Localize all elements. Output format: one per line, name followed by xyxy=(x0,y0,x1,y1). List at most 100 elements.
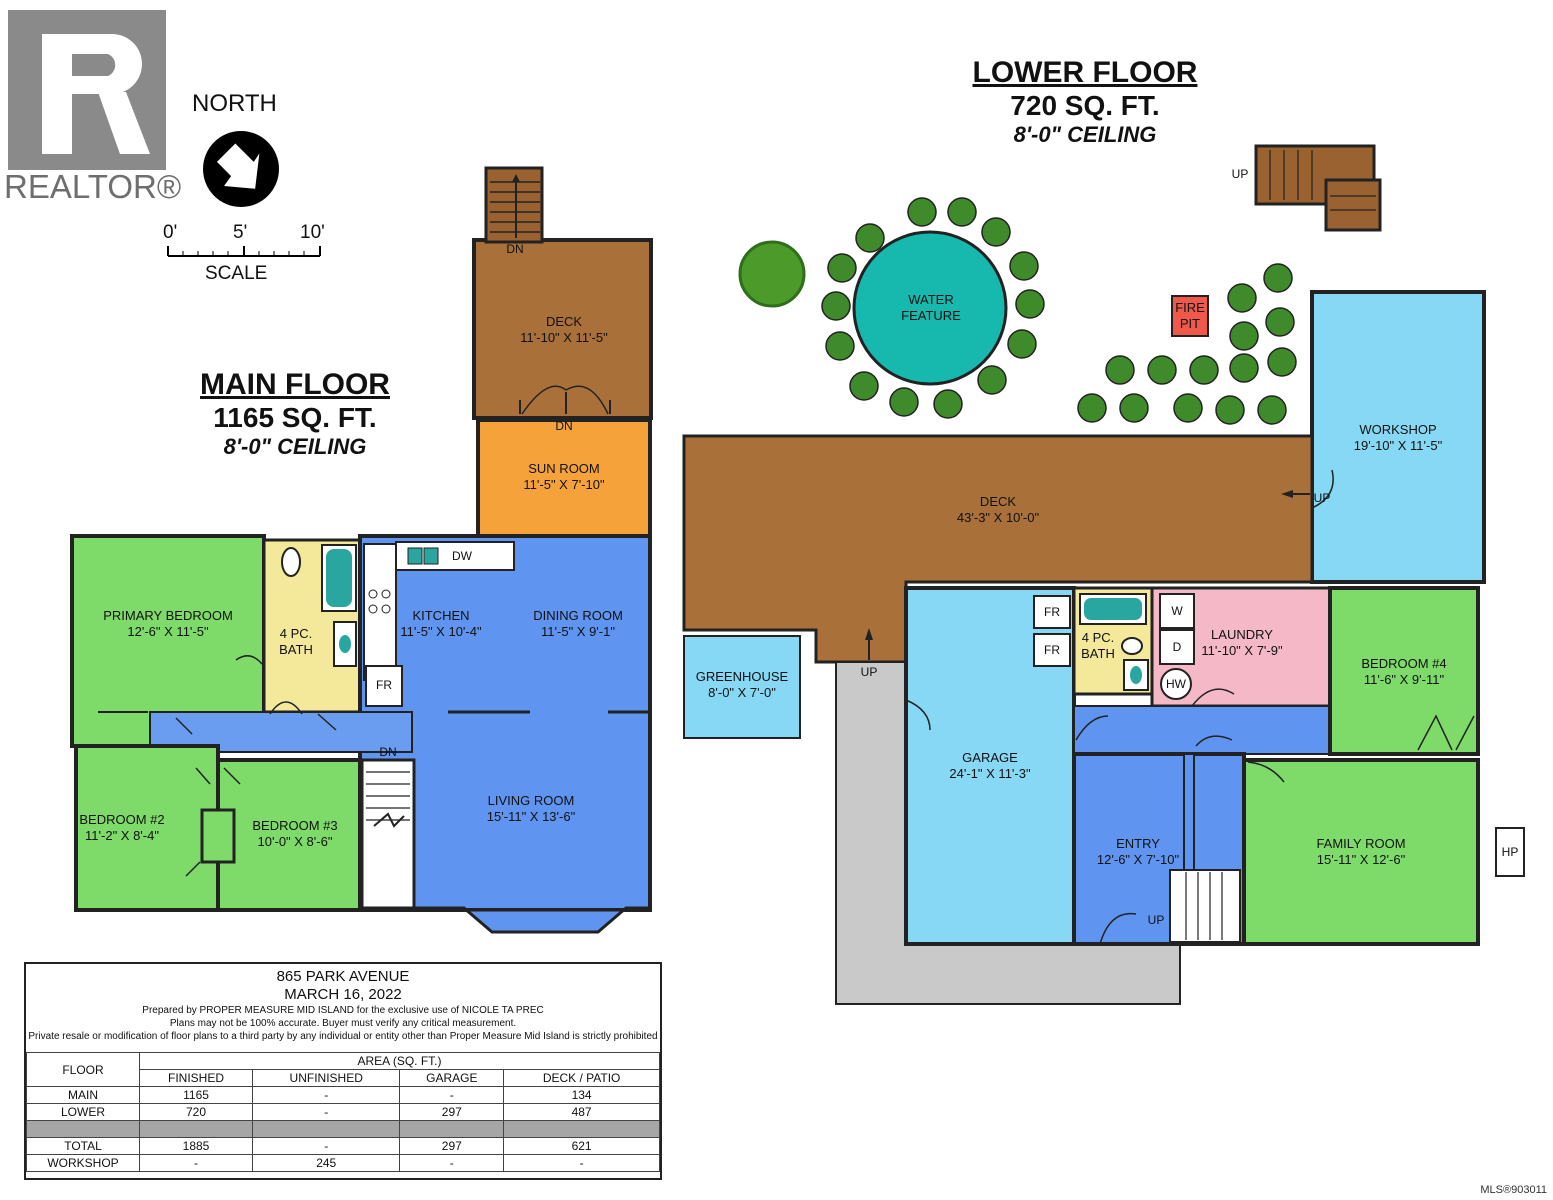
floor-header: FLOOR xyxy=(26,1052,140,1087)
column-header: UNFINISHED xyxy=(252,1069,401,1087)
lower-stairs-up-label: UP xyxy=(1231,167,1249,181)
disclaimer-resale-text: Private resale or modification of floor … xyxy=(28,1031,658,1042)
table-cell: - xyxy=(252,1086,401,1104)
prepared-by-text: Prepared by PROPER MEASURE MID ISLAND fo… xyxy=(142,1005,544,1016)
north-label: NORTH xyxy=(192,90,277,117)
bedroom-4-area xyxy=(1328,586,1480,756)
deck-up-label: UP xyxy=(860,665,878,679)
main-deck-stairs-dn-label: DN xyxy=(506,242,524,256)
table-cell: 245 xyxy=(252,1154,401,1172)
scale-tick-0: 0' xyxy=(163,222,178,243)
family-room-area xyxy=(1242,758,1480,946)
table-cell: 134 xyxy=(503,1086,660,1104)
table-cell: - xyxy=(252,1137,401,1155)
lower-hall-area xyxy=(1073,705,1331,755)
date-text: MARCH 16, 2022 xyxy=(284,986,402,1003)
garage-fridge-1-label: FR xyxy=(1044,605,1060,619)
table-row: LOWER 720 - 297 487 xyxy=(26,1103,660,1121)
table-cell: 487 xyxy=(503,1103,660,1121)
main-floor-ceiling: 8'-0" CEILING xyxy=(223,434,367,459)
dishwasher-label: DW xyxy=(452,549,472,563)
entry-up-label: UP xyxy=(1147,913,1165,927)
mls-number: MLS®903011 xyxy=(1480,1184,1547,1196)
north-arrow-icon xyxy=(203,131,279,207)
main-interior-stairs xyxy=(360,758,416,910)
disclaimer-accuracy-text: Plans may not be 100% accurate. Buyer mu… xyxy=(169,1018,517,1029)
sun-room-area xyxy=(476,418,652,538)
water-feature-pond xyxy=(852,230,1008,386)
living-bay-window xyxy=(412,906,652,934)
table-row: TOTAL 1885 - 297 621 xyxy=(26,1137,660,1155)
plan-info-box: 865 PARK AVENUE MARCH 16, 2022 Prepared … xyxy=(24,962,662,1180)
closet-area xyxy=(200,808,236,864)
table-cell: 720 xyxy=(138,1103,254,1121)
table-cell: - xyxy=(399,1154,505,1172)
scale-tick-10: 10' xyxy=(300,222,325,243)
table-row: WORKSHOP - 245 - - xyxy=(26,1154,660,1172)
table-cell: - xyxy=(138,1154,254,1172)
lower-floor-title-block: LOWER FLOOR 720 SQ. FT. 8'-0" CEILING xyxy=(955,56,1215,148)
workshop-area xyxy=(1310,290,1486,584)
table-cell: 621 xyxy=(503,1137,660,1155)
column-header: GARAGE xyxy=(399,1069,505,1087)
heat-pump-box xyxy=(1495,827,1525,877)
greenhouse-area xyxy=(683,635,801,739)
row-floor: TOTAL xyxy=(26,1137,140,1155)
area-table: FLOOR AREA (SQ. FT.) FINISHED UNFINISHED… xyxy=(26,1052,660,1172)
table-cell: 1885 xyxy=(138,1137,254,1155)
table-cell: 297 xyxy=(399,1103,505,1121)
lower-bath-label: 4 PC.BATH xyxy=(1081,630,1115,661)
table-cell: - xyxy=(399,1086,505,1104)
scale-bar xyxy=(167,246,321,257)
main-fridge-label: FR xyxy=(376,678,392,692)
lower-floor-ceiling: 8'-0" CEILING xyxy=(1013,122,1157,147)
dryer-label: D xyxy=(1172,640,1182,654)
table-cell: - xyxy=(252,1103,401,1121)
lower-floor-area: 720 SQ. FT. xyxy=(1010,90,1160,121)
heat-pump-label: HP xyxy=(1501,845,1519,859)
realtor-logo-text: REALTOR® xyxy=(4,168,182,205)
main-floor-title: MAIN FLOOR xyxy=(200,368,390,401)
main-floor-area: 1165 SQ. FT. xyxy=(213,402,377,433)
sunroom-dn-label: DN xyxy=(555,419,573,433)
table-cell: - xyxy=(503,1154,660,1172)
shrub-ring-icons xyxy=(821,197,1297,425)
garage-fridge-2-label: FR xyxy=(1044,643,1060,657)
column-header: FINISHED xyxy=(138,1069,254,1087)
lower-floor-title: LOWER FLOOR xyxy=(972,56,1198,89)
washer-label: W xyxy=(1171,604,1183,618)
bedroom-3-area xyxy=(216,758,362,912)
interior-stairs-dn-label: DN xyxy=(379,745,397,759)
main-floor-title-block: MAIN FLOOR 1165 SQ. FT. 8'-0" CEILING xyxy=(180,368,410,460)
scale-tick-5: 5' xyxy=(233,222,248,243)
address-text: 865 PARK AVENUE xyxy=(276,968,410,985)
main-fridge xyxy=(365,665,403,707)
area-header: AREA (SQ. FT.) xyxy=(139,1052,660,1070)
scale-label: SCALE xyxy=(205,263,268,284)
hot-water-label: HW xyxy=(1166,677,1186,691)
row-floor: MAIN xyxy=(26,1086,140,1104)
lower-entry-stairs xyxy=(1169,869,1241,943)
table-cell: 297 xyxy=(399,1137,505,1155)
table-cell: 1165 xyxy=(138,1086,254,1104)
table-spacer-row xyxy=(26,1120,660,1138)
bedroom-2-area xyxy=(74,744,220,912)
